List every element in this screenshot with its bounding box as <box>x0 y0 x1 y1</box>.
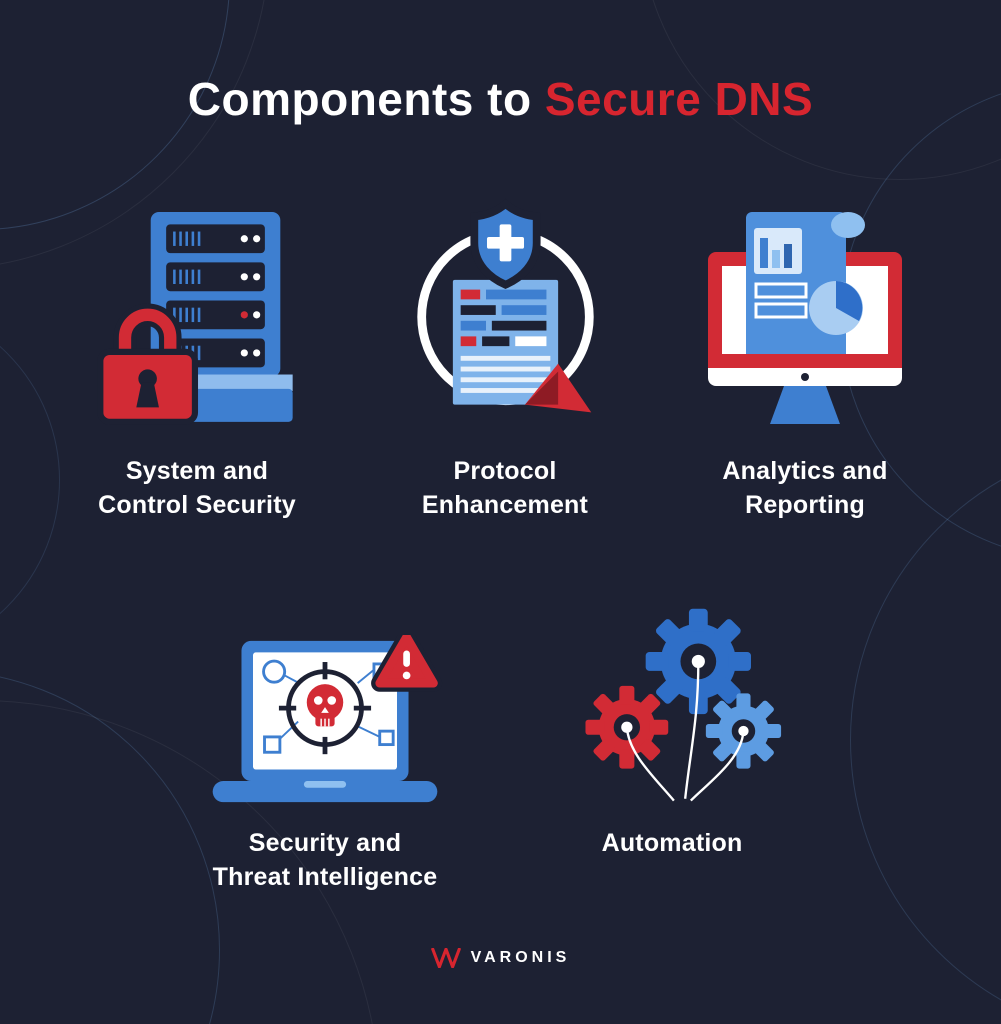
skull-icon <box>306 684 344 727</box>
monitor-stand <box>708 354 902 424</box>
shield-document-icon <box>416 198 594 413</box>
item-label: Automation <box>602 826 743 860</box>
label-line-2: Reporting <box>745 491 865 519</box>
crosshair-target <box>278 662 372 755</box>
item-analytics-reporting: Analytics and Reporting <box>655 196 955 522</box>
icon-box <box>47 196 347 428</box>
label-line-1: System and <box>125 457 269 485</box>
gears-icon <box>585 608 782 802</box>
brand-name: VARONIS <box>470 949 571 966</box>
shield-icon <box>469 198 541 289</box>
label-line-1: Security and <box>248 829 402 857</box>
laptop-base <box>212 781 438 803</box>
label-line-2: Control Security <box>98 491 296 519</box>
laptop-threat-icon <box>212 635 443 803</box>
label-line-1: Protocol <box>453 457 557 485</box>
item-protocol-enhancement: Protocol Enhancement <box>355 196 655 522</box>
item-label: Protocol Enhancement <box>422 454 588 522</box>
icon-box <box>355 196 655 428</box>
item-security-threat-intelligence: Security and Threat Intelligence <box>160 602 490 894</box>
gear-stems <box>625 661 745 802</box>
server-slot <box>166 262 265 292</box>
server-slot <box>166 224 265 254</box>
gear-red <box>585 685 669 769</box>
icon-box <box>520 602 824 810</box>
item-label: Security and Threat Intelligence <box>213 826 438 894</box>
label-line-1: Automation <box>601 829 743 857</box>
page-title: Components to Secure DNS <box>0 72 1001 126</box>
title-red-part: Secure DNS <box>544 73 814 125</box>
icon-box <box>655 196 955 428</box>
folded-corner <box>524 363 591 413</box>
item-system-control-security: System and Control Security <box>47 196 347 522</box>
document <box>452 279 558 405</box>
pie-chart <box>809 281 863 335</box>
server-lock-icon <box>97 212 293 425</box>
monitor-report-icon <box>708 212 902 424</box>
label-line-1: Analytics and <box>722 457 888 485</box>
item-label: System and Control Security <box>98 454 296 522</box>
label-line-2: Enhancement <box>421 491 589 519</box>
item-label: Analytics and Reporting <box>722 454 887 522</box>
item-automation: Automation <box>520 602 824 860</box>
warning-triangle-icon <box>371 635 443 692</box>
flowchart <box>262 659 395 754</box>
title-white-part: Components to <box>187 73 532 125</box>
footer-logo: VARONIS <box>0 948 1001 968</box>
varonis-logo-mark <box>430 948 461 968</box>
icon-box <box>160 602 490 810</box>
server-tower <box>150 212 293 422</box>
gear-small-blue <box>705 693 782 769</box>
server-slot <box>166 300 265 330</box>
label-line-2: Threat Intelligence <box>212 863 438 891</box>
decorative-circle <box>850 440 1001 1024</box>
padlock-icon <box>97 303 199 425</box>
gear-large-blue <box>645 608 751 715</box>
